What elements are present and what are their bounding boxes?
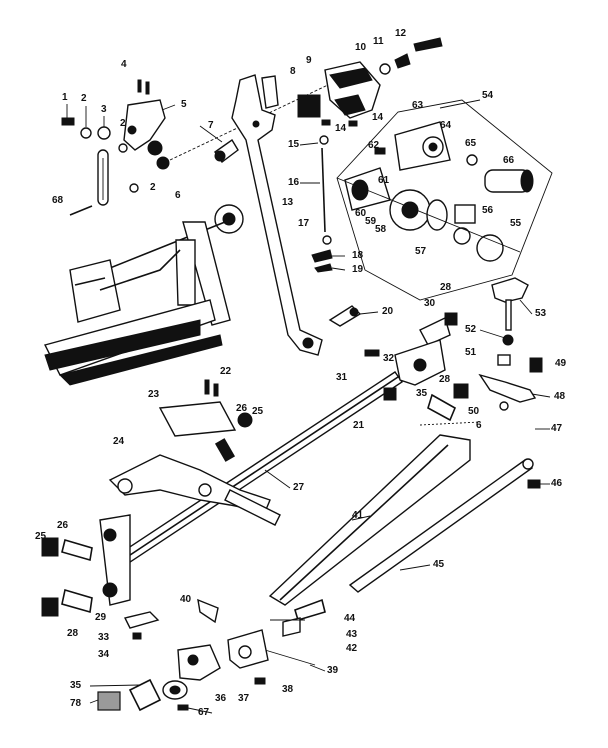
part-label-56: 56 (482, 205, 494, 216)
part-label-17: 17 (298, 218, 310, 229)
part-label-52: 52 (465, 324, 477, 335)
parts-30-32 (364, 312, 458, 386)
part-label-55: 55 (510, 218, 522, 229)
knob-53 (478, 277, 543, 411)
part-label-54: 54 (482, 90, 494, 101)
detail-group-54 (336, 99, 553, 301)
part-label-48: 48 (554, 391, 566, 402)
part-label-63: 63 (412, 100, 424, 111)
shaft-27-assembly (108, 371, 403, 571)
top-blocks (297, 37, 443, 127)
part-label-10: 10 (355, 42, 367, 53)
part-label-4: 4 (121, 59, 127, 70)
part-label-25: 25 (35, 531, 47, 542)
part-label-5: 5 (181, 99, 187, 110)
part-label-33: 33 (98, 632, 110, 643)
part-label-30: 30 (424, 298, 436, 309)
part-label-19: 19 (352, 264, 364, 275)
part-label-53: 53 (535, 308, 547, 319)
part-label-26: 26 (236, 403, 248, 414)
part-label-31: 31 (336, 372, 348, 383)
part-label-57: 57 (415, 246, 427, 257)
left-mechanism (43, 204, 244, 386)
part-label-68: 68 (52, 195, 64, 206)
part-label-28: 28 (440, 282, 452, 293)
part-label-2: 2 (150, 182, 156, 193)
part-label-41: 41 (352, 510, 364, 521)
part-label-51: 51 (465, 347, 477, 358)
part-label-16: 16 (288, 177, 300, 188)
part-label-12: 12 (395, 28, 407, 39)
part-label-9: 9 (306, 55, 312, 66)
part-label-14: 14 (335, 123, 347, 134)
leader-lines (66, 99, 551, 714)
part-label-29: 29 (95, 612, 107, 623)
part-label-8: 8 (290, 66, 296, 77)
part-label-26: 26 (57, 520, 69, 531)
part-label-59: 59 (365, 216, 377, 227)
part-label-47: 47 (551, 423, 563, 434)
part-label-20: 20 (382, 306, 394, 317)
part-label-7: 7 (208, 120, 214, 131)
part-label-32: 32 (383, 353, 395, 364)
part-label-67: 67 (198, 707, 210, 718)
part-label-78: 78 (70, 698, 82, 709)
part-label-15: 15 (288, 139, 300, 150)
part-label-25: 25 (252, 406, 264, 417)
part-label-24: 24 (113, 436, 125, 447)
part-label-21: 21 (353, 420, 365, 431)
parts-35-28-right (419, 383, 481, 426)
left-lower-parts (41, 514, 131, 617)
part-label-38: 38 (282, 684, 294, 695)
part-label-37: 37 (238, 693, 250, 704)
part-label-6: 6 (476, 420, 482, 431)
part-label-28: 28 (439, 374, 451, 385)
part-label-60: 60 (355, 208, 367, 219)
spring-assembly (311, 135, 362, 327)
lever-13 (231, 74, 323, 356)
part-label-28: 28 (67, 628, 79, 639)
part-label-35: 35 (70, 680, 82, 691)
part-label-6: 6 (175, 190, 181, 201)
lower-small-parts (123, 598, 326, 666)
part-label-45: 45 (433, 559, 445, 570)
part-label-44: 44 (344, 613, 356, 624)
part-label-66: 66 (503, 155, 515, 166)
part-label-35: 35 (416, 388, 428, 399)
part-label-36: 36 (215, 693, 227, 704)
part-label-49: 49 (555, 358, 567, 369)
part-label-22: 22 (220, 366, 232, 377)
part-label-58: 58 (375, 224, 387, 235)
part-label-27: 27 (293, 482, 305, 493)
part-label-39: 39 (327, 665, 339, 676)
part-labels: 1 2 2 2 3 4 5 6 7 8 9 10 11 12 13 14 14 … (35, 28, 567, 718)
bars-41-45 (268, 434, 541, 606)
part-label-13: 13 (282, 197, 294, 208)
part-label-2: 2 (120, 118, 126, 129)
part-7 (214, 138, 239, 163)
part-label-11: 11 (373, 36, 384, 47)
part-label-34: 34 (98, 649, 110, 660)
bottom-blocks (97, 629, 269, 712)
part-label-2: 2 (81, 93, 87, 104)
part-label-18: 18 (352, 250, 364, 261)
part-label-23: 23 (148, 389, 160, 400)
part-label-65: 65 (465, 138, 477, 149)
part-label-14: 14 (372, 112, 384, 123)
part-label-40: 40 (180, 594, 192, 605)
part-label-3: 3 (101, 104, 107, 115)
part-label-61: 61 (378, 175, 390, 186)
part-label-1: 1 (62, 92, 68, 103)
part-label-42: 42 (346, 643, 358, 654)
part-label-46: 46 (551, 478, 563, 489)
part-label-64: 64 (440, 120, 452, 131)
part-label-50: 50 (468, 406, 480, 417)
part-label-43: 43 (346, 629, 358, 640)
part-label-62: 62 (368, 140, 380, 151)
